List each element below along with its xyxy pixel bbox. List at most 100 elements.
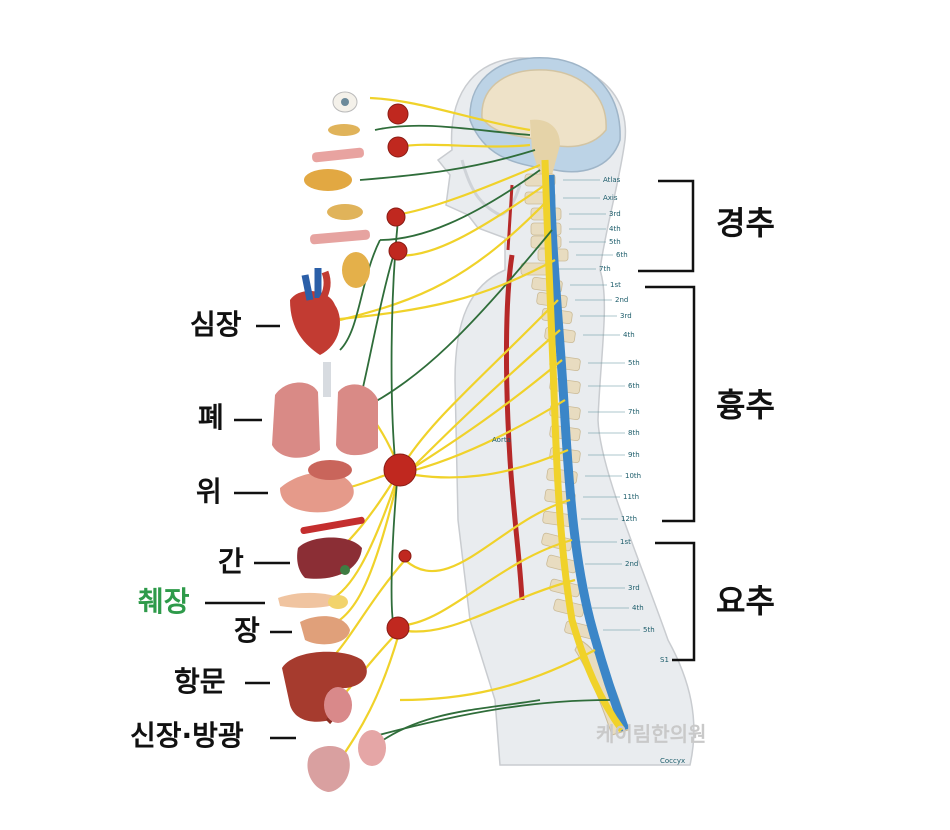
label-anus: 항문 <box>174 665 226 698</box>
nerve-fiber-16 <box>404 538 573 627</box>
cervical-vertebra-label-3: 4th <box>609 225 621 233</box>
thoracic-vertebra-label-11: 12th <box>621 515 637 523</box>
nerve-fiber-11 <box>404 329 561 476</box>
colon-rectum-icon <box>282 651 367 725</box>
pancreas-icon <box>278 592 348 609</box>
label-leader-lines <box>205 324 296 740</box>
ganglion-1 <box>387 136 409 158</box>
stomach-icon <box>280 460 354 513</box>
label-thoracic: 흉추 <box>716 386 775 424</box>
eye-icon <box>332 91 358 113</box>
spinal-canal <box>545 174 630 732</box>
ganglion-0 <box>387 103 409 125</box>
cervical-vertebra-label-6: 7th <box>599 265 611 273</box>
nerve-fiber-6 <box>394 184 546 257</box>
ganglion-4 <box>383 453 417 487</box>
nerve-fiber-13 <box>414 399 566 472</box>
nerve-fiber-3 <box>359 149 536 181</box>
coccyx-label: Coccyx <box>660 757 685 765</box>
ganglion-3 <box>388 241 408 261</box>
nerve-fiber-10 <box>399 299 559 471</box>
ganglia <box>383 103 417 640</box>
label-kidney-bladder: 신장·방광 <box>130 719 244 752</box>
ganglion-5 <box>398 549 412 563</box>
nerve-fiber-8 <box>359 229 553 411</box>
lacrimal-gland <box>328 124 360 136</box>
nerve-fiber-14 <box>414 448 569 479</box>
nerve-fiber-29 <box>339 239 381 351</box>
label-intestine: 장 <box>234 614 260 647</box>
label-lung: 폐 <box>198 401 224 434</box>
heart-icon <box>290 268 340 355</box>
parotid-gland <box>304 169 352 191</box>
nerve-fiber-0 <box>369 96 531 132</box>
sacrum-label: S1 <box>660 656 669 664</box>
nerve-fiber-27 <box>339 629 402 761</box>
nerve-fiber-25 <box>329 559 406 661</box>
label-cervical: 경추 <box>716 204 775 242</box>
brainstem <box>530 119 560 175</box>
blood-vessel <box>310 229 370 245</box>
liver-icon <box>297 537 362 579</box>
intestine-icon <box>300 616 350 645</box>
nerve-fiber-17 <box>399 578 576 633</box>
thoracic-vertebra-label-10: 11th <box>623 493 639 501</box>
nerve-fiber-7 <box>339 199 549 322</box>
label-pancreas: 췌장 <box>138 585 190 618</box>
lumbar-vertebra-label-0: 1st <box>620 538 631 546</box>
carotid <box>506 184 514 251</box>
cervical-vertebra-label-0: Atlas <box>603 176 621 184</box>
submandibular-gland <box>327 204 363 220</box>
lumbar-vertebra-label-3: 4th <box>632 604 644 612</box>
label-heart: 심장 <box>190 308 242 341</box>
thoracic-vertebra-label-7: 8th <box>628 429 640 437</box>
aorta <box>503 254 525 601</box>
nerve-fiber-18 <box>399 649 596 702</box>
nerve-fiber-9 <box>329 259 556 322</box>
bladder-icon <box>307 745 350 792</box>
thoracic-vertebra-label-6: 7th <box>628 408 640 416</box>
nasal-mucosa <box>312 147 364 163</box>
nerve-fiber-15 <box>404 498 571 573</box>
cervical-vertebra-label-4: 5th <box>609 238 621 246</box>
nerve-fibers <box>319 96 611 761</box>
nerve-fiber-1 <box>374 124 531 136</box>
kidney-icon <box>324 687 352 723</box>
ganglion-2 <box>386 207 406 227</box>
thoracic-vertebra-label-2: 3rd <box>620 312 632 320</box>
ganglion-6 <box>386 616 410 640</box>
blood-vessel-lower <box>300 516 365 535</box>
thoracic-vertebra-label-1: 2nd <box>615 296 628 304</box>
cervical-vertebra-label-2: 3rd <box>609 210 621 218</box>
lung-icon <box>272 362 378 458</box>
cervical-vertebra-label-1: Axis <box>603 194 618 202</box>
nerve-fiber-28 <box>359 249 396 401</box>
reproductive-icon <box>358 730 386 766</box>
lumbar-vertebra-label-1: 2nd <box>625 560 638 568</box>
cervical-vertebra-label-5: 6th <box>616 251 628 259</box>
label-lumbar: 요추 <box>716 582 775 620</box>
nerve-fiber-20 <box>371 699 541 749</box>
lumbar-vertebra-label-2: 3rd <box>628 584 640 592</box>
nerve-fiber-12 <box>409 359 563 471</box>
label-liver: 간 <box>218 545 244 578</box>
lumbar-vertebra-label-4: 5th <box>643 626 655 634</box>
aorta-label: Aorta <box>492 436 511 444</box>
thoracic-vertebra-label-9: 10th <box>625 472 641 480</box>
spinal-cord <box>541 159 625 733</box>
adrenal-gland <box>342 252 370 288</box>
nerve-fiber-4 <box>394 163 541 217</box>
thoracic-vertebra-label-0: 1st <box>610 281 621 289</box>
region-brackets <box>638 179 696 662</box>
nerve-fiber-19 <box>359 699 611 741</box>
nerve-fiber-5 <box>379 169 541 241</box>
thoracic-vertebra-label-4: 5th <box>628 359 640 367</box>
thoracic-vertebra-label-3: 4th <box>623 331 635 339</box>
thoracic-vertebra-label-8: 9th <box>628 451 640 459</box>
watermark: 케이림한의원 <box>596 722 707 746</box>
thoracic-vertebra-label-5: 6th <box>628 382 640 390</box>
label-stomach: 위 <box>196 475 222 508</box>
